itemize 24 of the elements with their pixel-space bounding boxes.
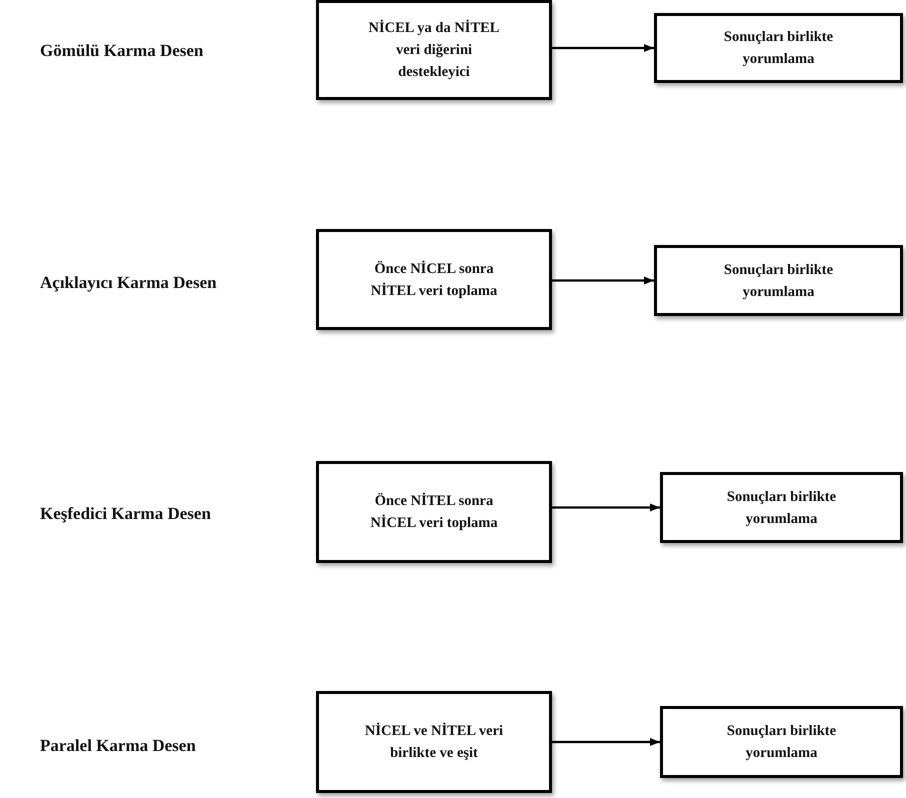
- row-label: Paralel Karma Desen: [40, 736, 196, 756]
- process-box: [316, 691, 552, 793]
- box-text: Önce NİCEL sonra NİTEL veri toplama: [370, 260, 498, 300]
- process-box: [654, 245, 903, 316]
- process-box: [660, 706, 903, 778]
- process-box: [316, 461, 552, 563]
- row-label: Açıklayıcı Karma Desen: [40, 273, 217, 293]
- arrow: [552, 738, 660, 746]
- arrow: [552, 44, 654, 52]
- box-text: Sonuçları birlikte yorumlama: [722, 260, 834, 302]
- process-box: [316, 229, 552, 330]
- process-box: [654, 13, 903, 83]
- process-box: [316, 0, 552, 100]
- box-text: Sonuçları birlikte yorumlama: [722, 28, 834, 69]
- row-label: Keşfedici Karma Desen: [40, 504, 211, 524]
- process-box: [660, 472, 903, 543]
- arrow: [552, 504, 660, 512]
- box-text: NİCEL ya da NİTEL veri diğerini destekleyici: [368, 18, 500, 82]
- box-text: NİCEL ve NİTEL veri birlikte ve eşit: [364, 722, 504, 763]
- box-text: Sonuçları birlikte yorumlama: [726, 488, 838, 528]
- arrow: [552, 276, 654, 284]
- row-label: Gömülü Karma Desen: [40, 41, 204, 61]
- box-text: Sonuçları birlikte yorumlama: [726, 722, 838, 763]
- box-text: Önce NİTEL sonra NİCEL veri toplama: [369, 492, 499, 533]
